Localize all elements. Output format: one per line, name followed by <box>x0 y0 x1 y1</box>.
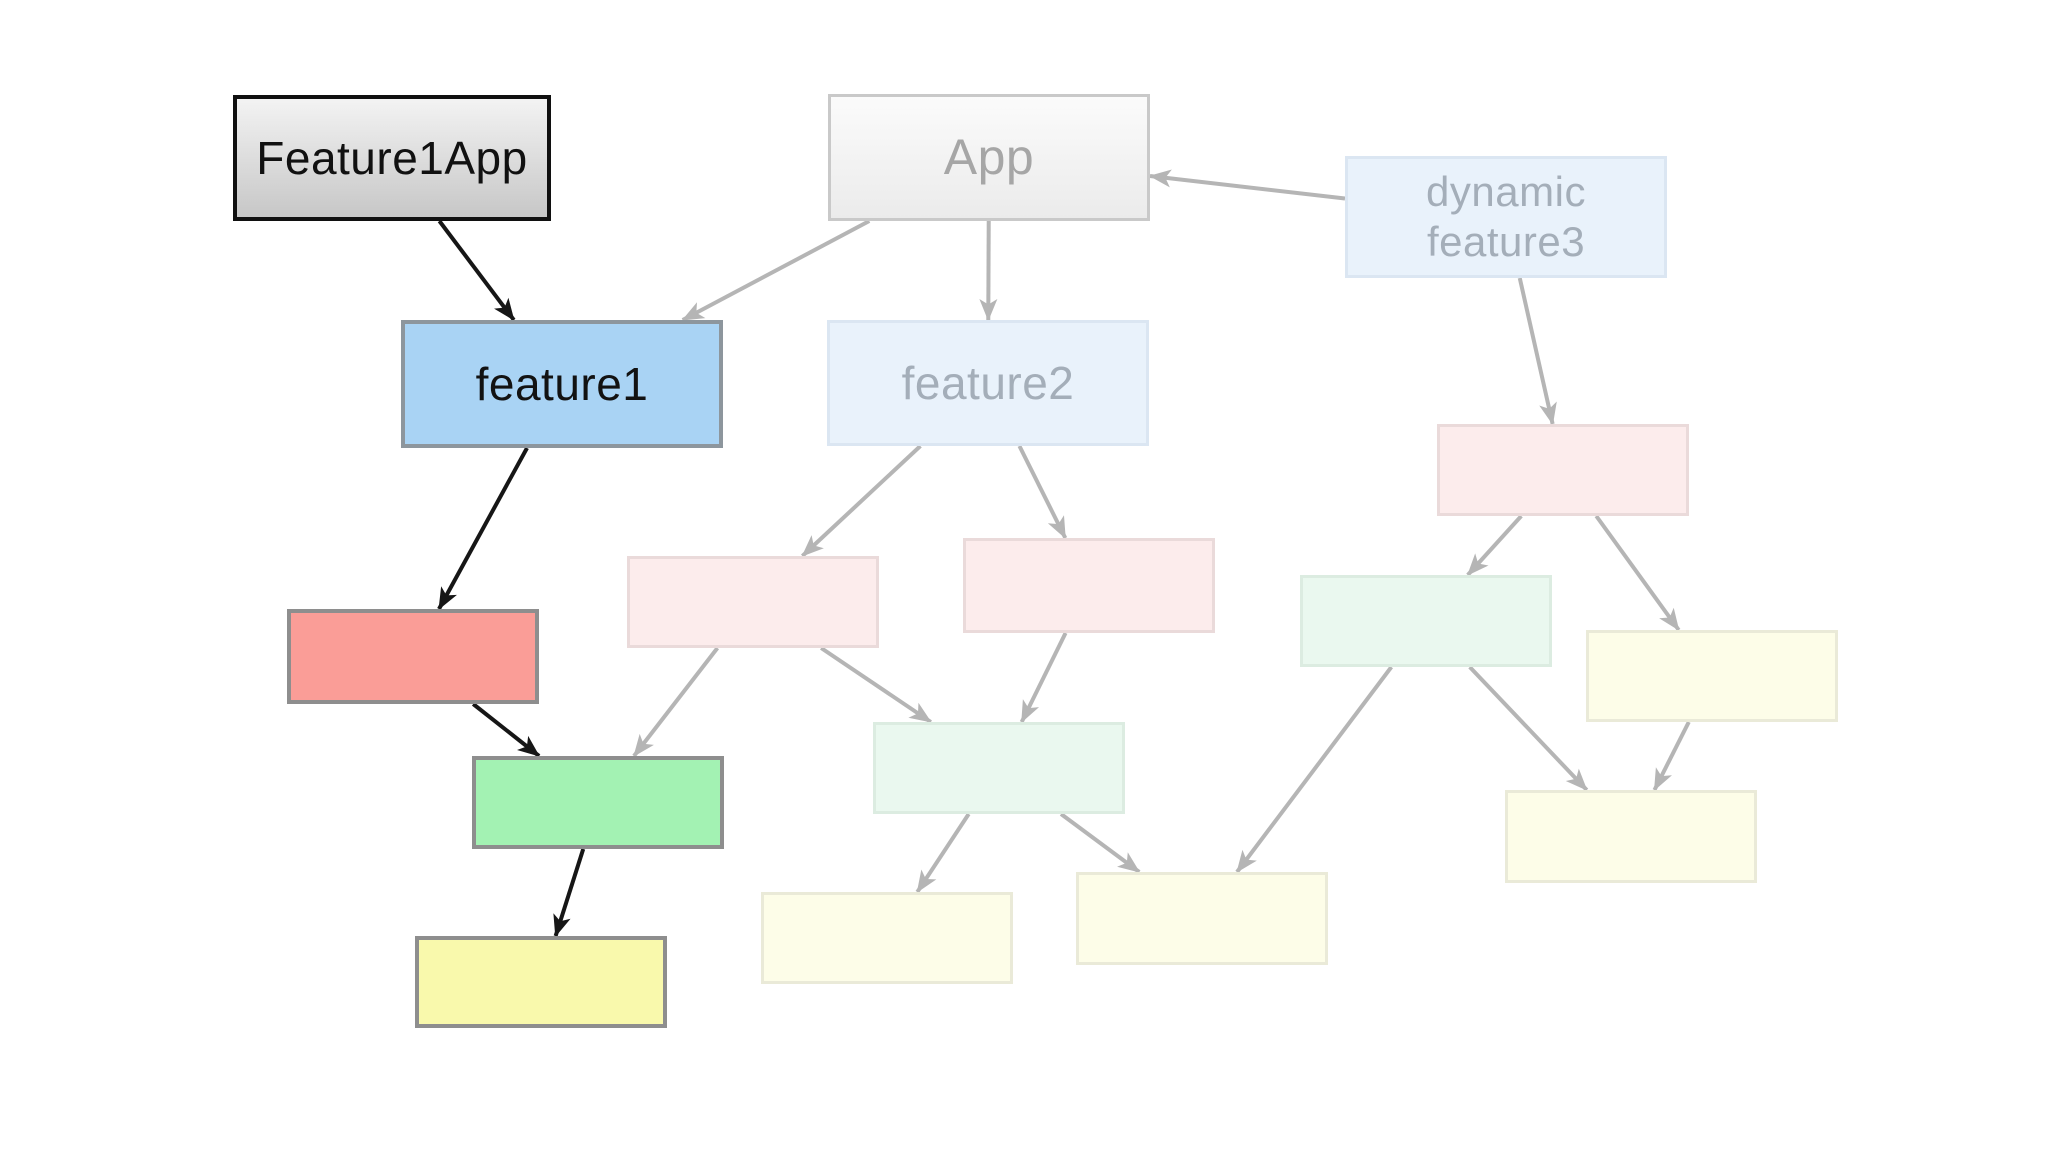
edge-red-module-to-green-module <box>471 702 541 758</box>
node-pink-center <box>963 538 1215 633</box>
node-pink-left <box>627 556 879 648</box>
edge-feature2-to-pink-left <box>800 444 922 558</box>
edge-green-right-to-yellow-center <box>1235 665 1393 874</box>
edge-pink-left-to-green-center <box>820 646 932 724</box>
edge-green-module-to-yellow-module <box>553 848 586 937</box>
edge-dynamic-feature3-to-app <box>1149 169 1346 201</box>
node-feature1app: Feature1App <box>233 95 551 221</box>
node-green-center <box>873 722 1125 814</box>
node-yellow-module <box>415 936 667 1028</box>
edge-pink-center-to-green-center <box>1019 632 1068 723</box>
node-yellow-right-top <box>1586 630 1838 722</box>
edge-green-center-to-yellow-center-left <box>915 812 971 894</box>
node-feature1: feature1 <box>401 320 723 448</box>
node-green-module <box>472 756 724 849</box>
edge-green-right-to-yellow-right-bottom <box>1468 665 1589 792</box>
edge-feature1-to-red-module <box>437 447 529 610</box>
node-label: dynamic feature3 <box>1426 168 1586 265</box>
node-red-module <box>287 609 539 704</box>
node-yellow-right-bottom <box>1505 790 1757 883</box>
node-label: feature1 <box>475 357 649 410</box>
node-pink-right <box>1437 424 1689 516</box>
edge-green-center-to-yellow-center <box>1059 812 1141 874</box>
node-dynamic-feature3: dynamic feature3 <box>1345 156 1667 278</box>
node-label: Feature1App <box>256 131 528 184</box>
edge-yellow-right-top-to-yellow-right-bottom <box>1652 721 1691 791</box>
node-app: App <box>828 94 1150 221</box>
edge-feature2-to-pink-center <box>1017 445 1068 539</box>
edge-feature1app-to-feature1 <box>437 219 516 322</box>
node-label: feature2 <box>901 356 1075 409</box>
edge-pink-right-to-yellow-right-top <box>1594 514 1681 632</box>
edge-pink-left-to-green-module <box>632 646 720 758</box>
node-feature2: feature2 <box>827 320 1149 446</box>
edge-dynamic-feature3-to-pink-right <box>1517 277 1557 425</box>
edge-pink-right-to-green-right <box>1466 514 1523 577</box>
edge-app-to-feature1 <box>681 219 871 322</box>
node-label: App <box>943 129 1035 185</box>
node-green-right <box>1300 575 1552 667</box>
node-yellow-center <box>1076 872 1328 965</box>
node-yellow-center-left <box>761 892 1013 984</box>
